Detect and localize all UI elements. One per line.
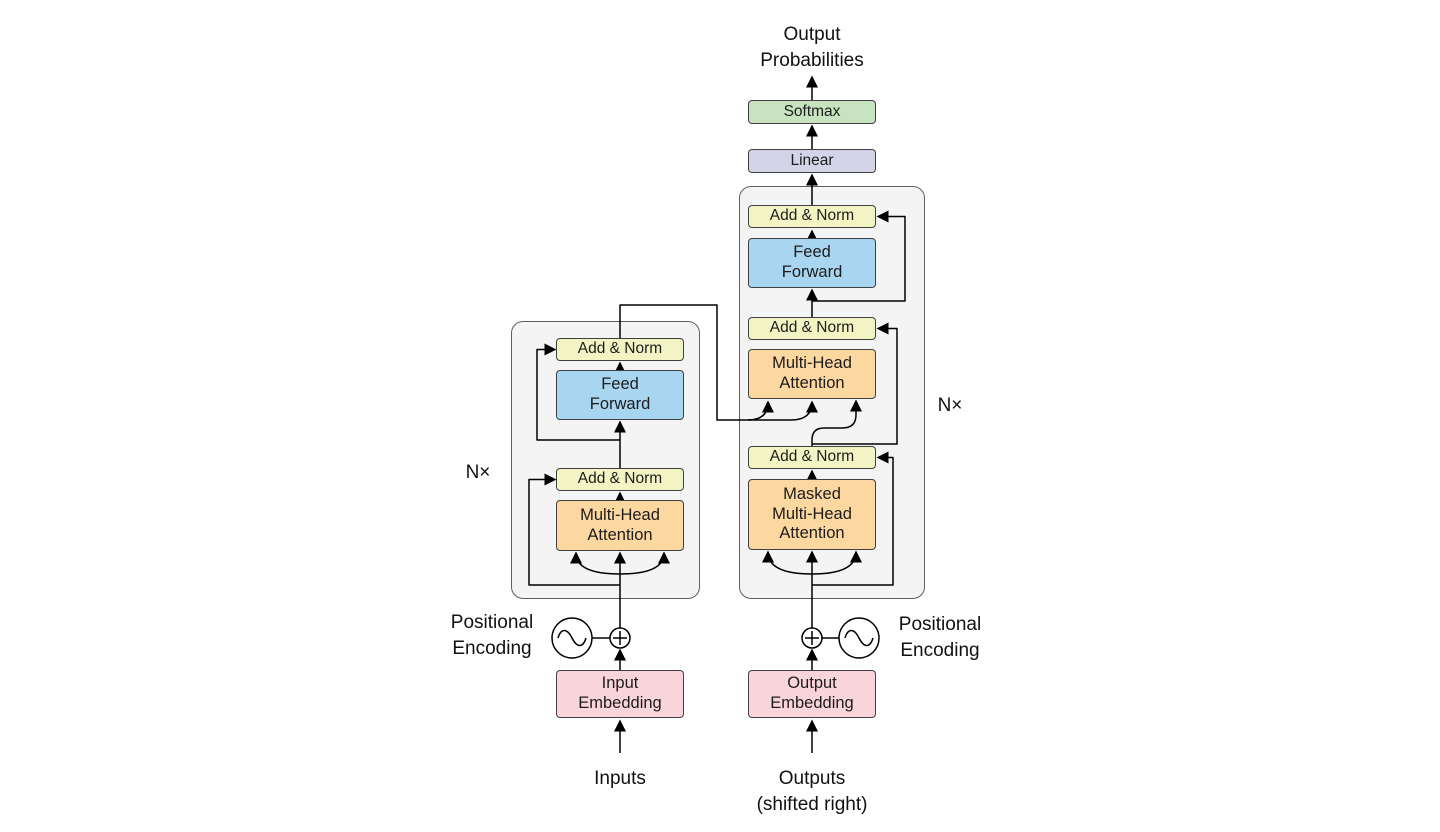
positional-encoding-right-label: Positional Encoding [898, 614, 982, 662]
plus-icon-left [613, 631, 627, 645]
arrow-encoder-residual-ff [536, 343, 620, 441]
decoder-multi-head-attention-box: Multi-Head Attention [748, 349, 876, 399]
masked-multi-head-attention-box: Masked Multi-Head Attention [748, 479, 876, 550]
arrow-encoder-output-to-cross-attention [619, 304, 818, 421]
decoder-feed-forward-box: Feed Forward [748, 238, 876, 288]
arrow-encoder-qkv-right [619, 551, 670, 575]
encoder-multi-head-attention-box: Multi-Head Attention [556, 500, 684, 551]
sine-wave-icon-left [557, 629, 587, 647]
softmax-box: Softmax [748, 100, 876, 124]
output-probabilities-label: Output Probabilities [760, 24, 864, 72]
arrow-encoder-qkv-left [570, 551, 621, 575]
sine-wave-icon-right [844, 629, 874, 647]
arrow-decoder-query-to-cross-attention [811, 399, 862, 446]
n-times-decoder-label: N× [937, 395, 963, 416]
decoder-add-norm-bottom: Add & Norm [748, 446, 876, 469]
input-embedding-box: Input Embedding [556, 670, 684, 718]
arrow-encoder-output-branch [747, 400, 774, 421]
arrow-decoder-residual-ff [812, 210, 906, 302]
encoder-feed-forward-box: Feed Forward [556, 370, 684, 420]
positional-encoding-left-label: Positional Encoding [450, 612, 534, 660]
linear-box: Linear [748, 149, 876, 173]
decoder-add-norm-middle: Add & Norm [748, 317, 876, 340]
encoder-add-norm-bottom: Add & Norm [556, 468, 684, 491]
arrow-decoder-qkv-left [762, 550, 813, 575]
arrow-decoder-residual-masked-attention [812, 451, 894, 586]
arrow-decoder-qkv-right [811, 550, 862, 575]
decoder-add-norm-top: Add & Norm [748, 205, 876, 228]
inputs-label: Inputs [594, 768, 646, 789]
outputs-label: Outputs (shifted right) [756, 768, 868, 816]
encoder-add-norm-top: Add & Norm [556, 338, 684, 361]
arrow-decoder-residual-cross-attention [812, 322, 898, 445]
plus-icon-right [805, 631, 819, 645]
arrow-encoder-residual-attention [528, 473, 620, 586]
output-embedding-box: Output Embedding [748, 670, 876, 718]
n-times-encoder-label: N× [465, 462, 491, 483]
